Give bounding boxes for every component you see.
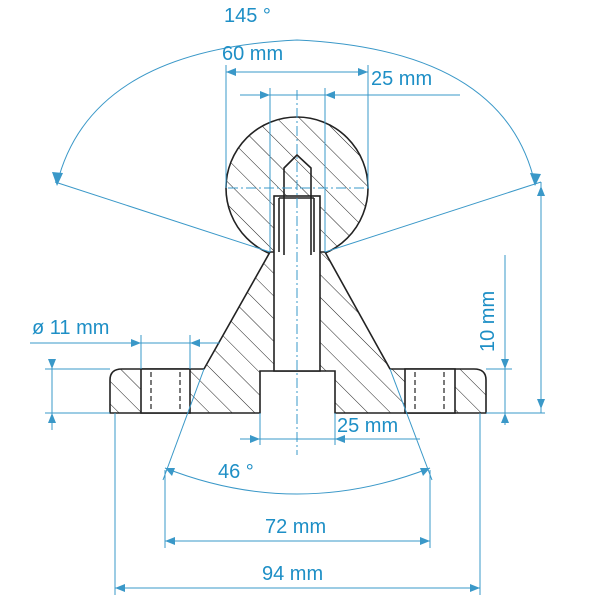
ball-pin (283, 153, 312, 255)
angle-bottom-label: 46 ° (218, 461, 254, 483)
dim-flange-height: 10 mm (477, 255, 545, 425)
right-bolt-hole (404, 368, 456, 414)
hole-diameter-label: ø 11 mm (32, 317, 109, 339)
dim-overall-width: 94 mm (114, 413, 481, 595)
part-section (109, 116, 487, 414)
center-lines (228, 90, 372, 455)
bore-width-label: 25 mm (337, 415, 398, 437)
overall-width-label: 94 mm (262, 563, 323, 585)
dim-total-height (537, 182, 545, 413)
left-bolt-hole (140, 368, 191, 414)
dim-ball-width: 60 mm (222, 43, 369, 188)
dim-neck-width: 25 mm (240, 68, 460, 252)
angle-top-label: 145 ° (224, 5, 271, 27)
dim-left-extension (45, 359, 110, 430)
dim-angle-top: 145 ° (52, 5, 542, 253)
flange-height-label: 10 mm (477, 291, 499, 352)
dim-angle-bottom: 46 ° (162, 368, 433, 495)
dim-bore-width: 25 mm (240, 413, 420, 445)
dim-bolt-circle: 72 mm (164, 470, 431, 548)
dim-hole-diameter: ø 11 mm (30, 317, 220, 369)
neck-width-label: 25 mm (371, 68, 432, 90)
ball-width-label: 60 mm (222, 43, 283, 65)
bolt-circle-label: 72 mm (265, 516, 326, 538)
